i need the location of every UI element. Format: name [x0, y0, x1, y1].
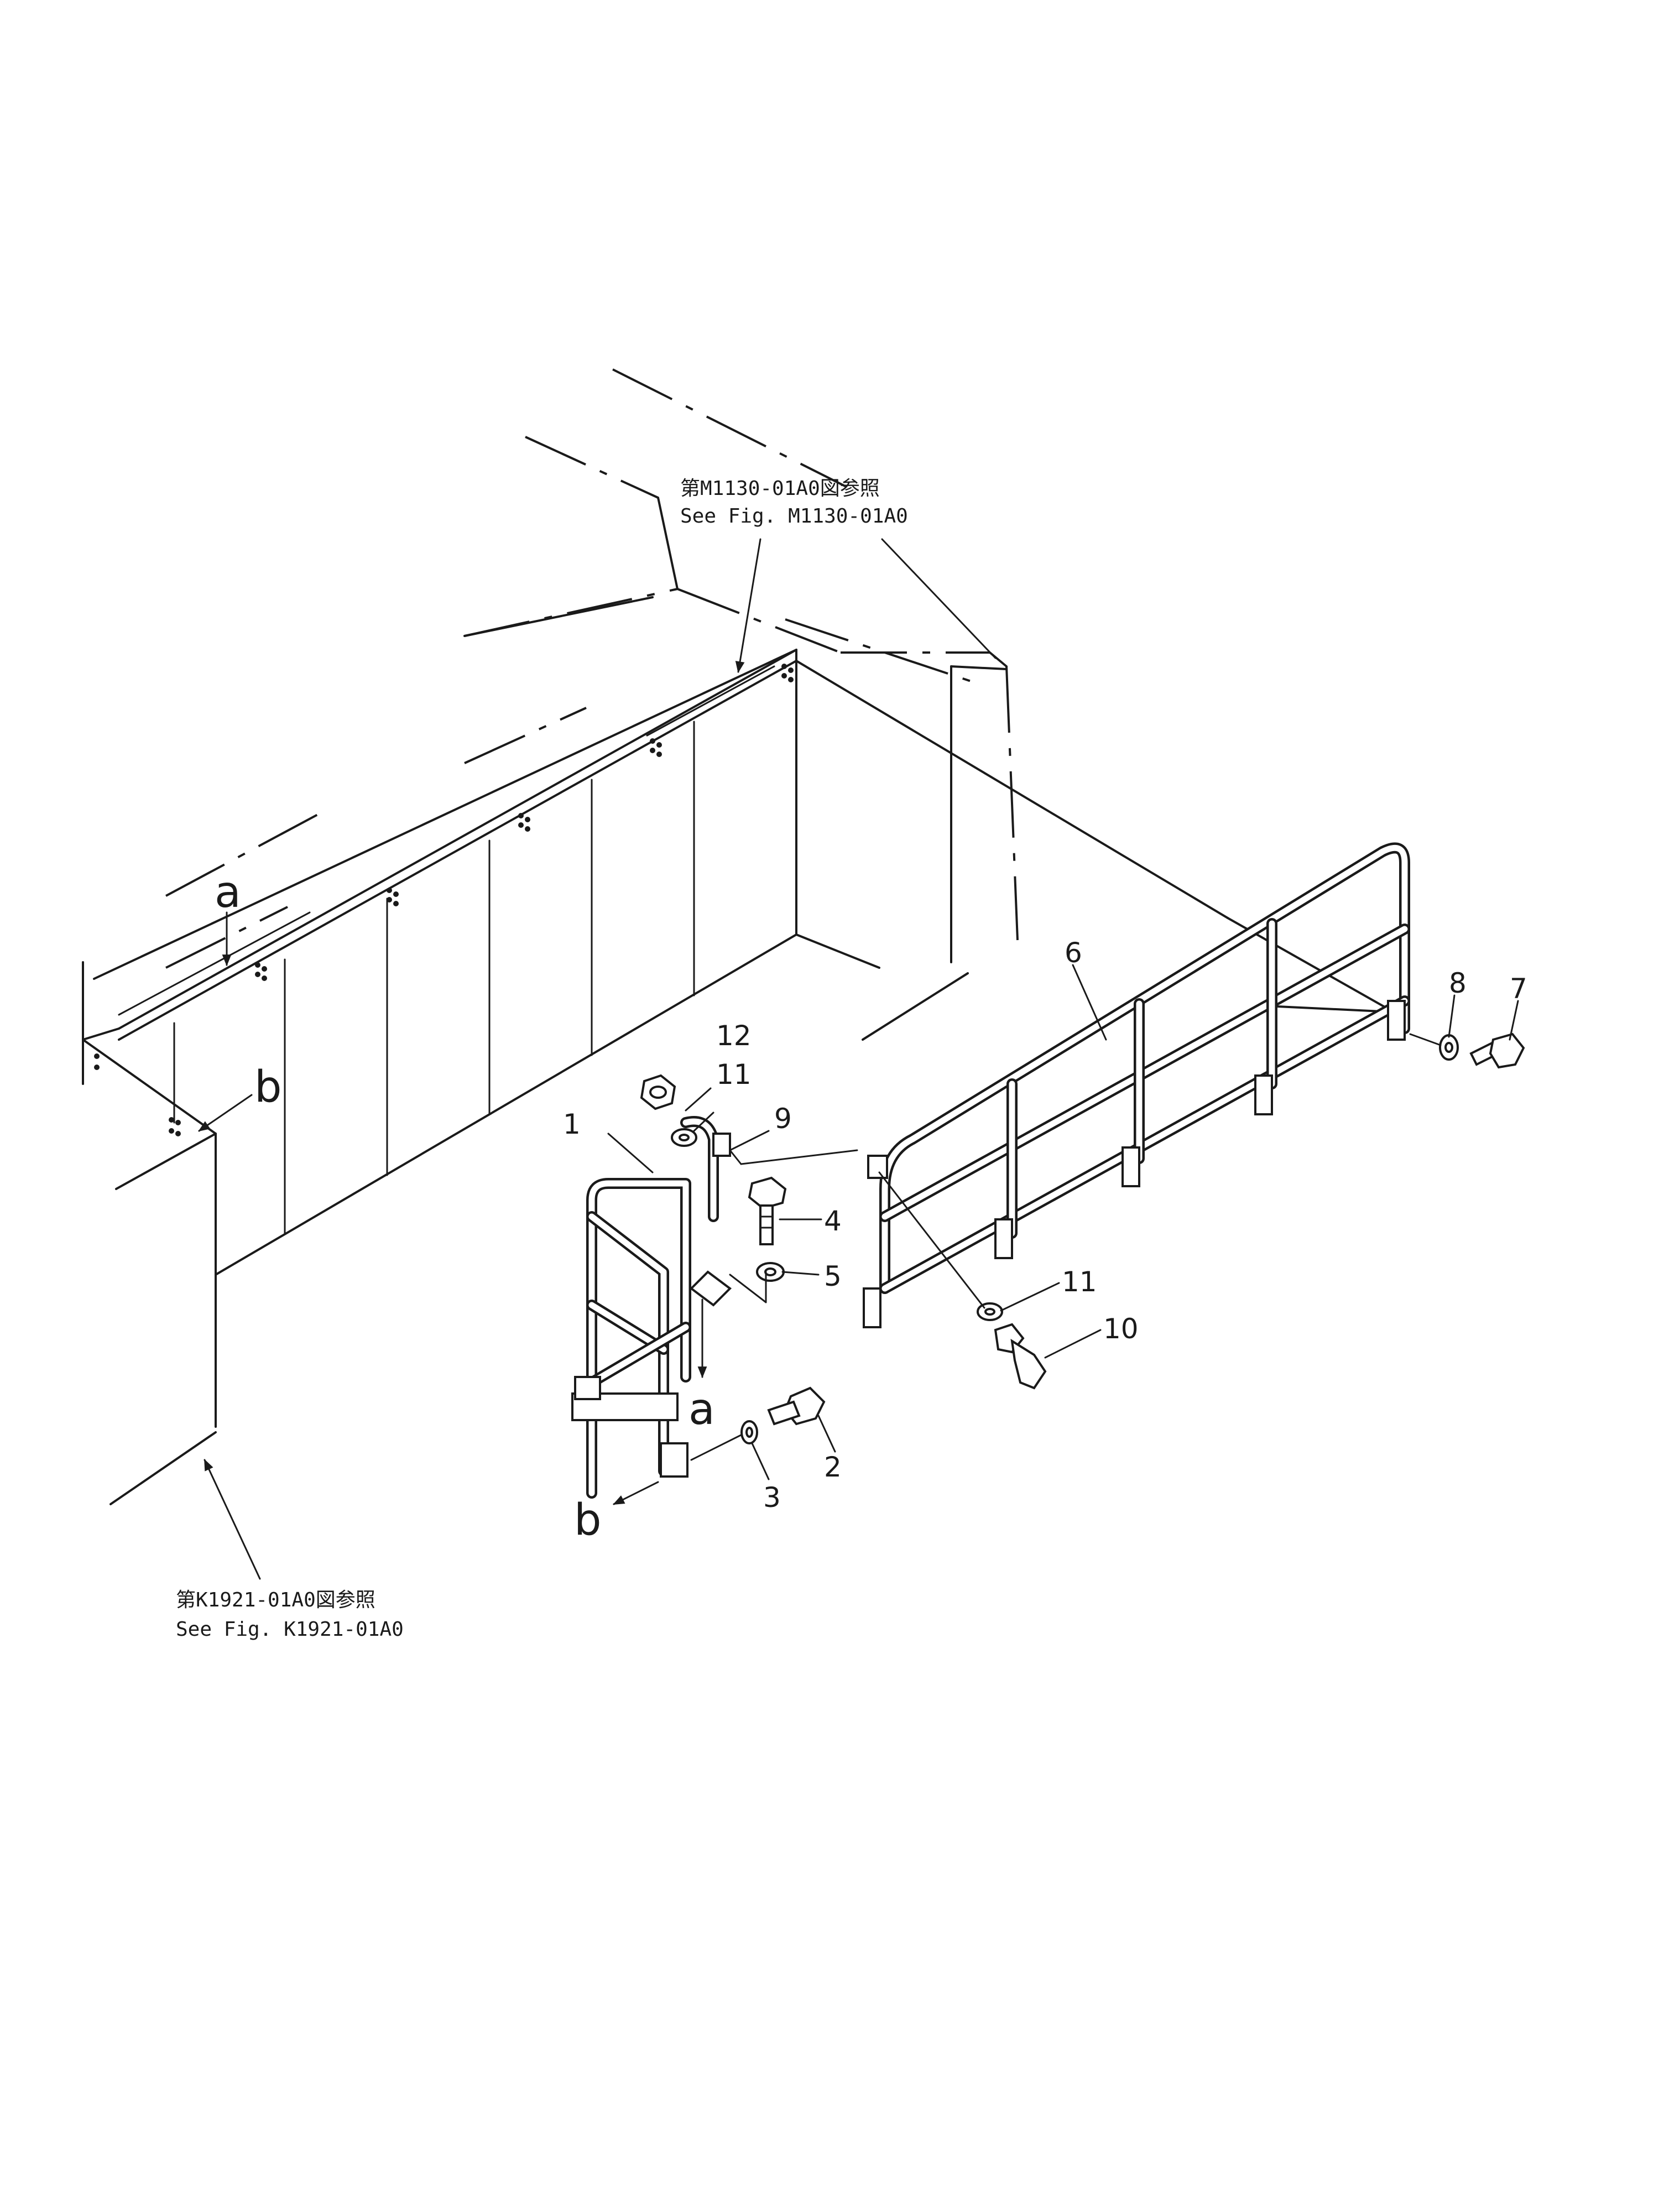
callout-9: 9	[774, 1103, 792, 1135]
nut-part-12	[640, 1074, 676, 1110]
handrail-part-6	[863, 842, 1410, 1328]
callout-11-top: 11	[716, 1058, 752, 1091]
callout-3: 3	[763, 1481, 781, 1514]
washer-part-5	[756, 1262, 785, 1282]
callout-2: 2	[824, 1451, 842, 1483]
ref-top-jp: 第M1130-01A0図参照	[680, 477, 880, 500]
washer-part-11-top	[671, 1128, 697, 1147]
callout-5: 5	[824, 1260, 842, 1292]
callout-12: 12	[716, 1020, 752, 1052]
washer-part-3	[740, 1420, 758, 1444]
bolt-part-7	[1469, 1032, 1525, 1069]
ref-bottom-en: See Fig. K1921-01A0	[176, 1618, 404, 1641]
view-letters: a b a b	[215, 868, 715, 1545]
callout-7: 7	[1510, 973, 1527, 1005]
callout-6: 6	[1065, 937, 1082, 969]
bolt-part-2	[767, 1386, 826, 1426]
view-letter-a-top: a	[215, 868, 241, 917]
bolt-part-4	[748, 1176, 787, 1245]
callout-numbers: 1 2 3 4 5 6 7 8 9 10 11 11 12	[563, 937, 1527, 1514]
handrail-part-1	[571, 1116, 732, 1499]
bolt-part-10	[994, 1323, 1047, 1390]
machine-frame	[82, 368, 1395, 1505]
callout-8: 8	[1449, 967, 1467, 999]
view-letter-b-bottom: b	[574, 1495, 602, 1545]
reference-labels: 第M1130-01A0図参照 See Fig. M1130-01A0 第K192…	[176, 477, 908, 1641]
ref-bottom-jp: 第K1921-01A0図参照	[176, 1589, 375, 1611]
callout-11-bottom: 11	[1062, 1266, 1097, 1298]
view-letter-a-bottom: a	[688, 1385, 715, 1434]
washer-part-8	[1439, 1034, 1459, 1061]
washer-part-11-bottom	[977, 1302, 1003, 1321]
ref-top-en: See Fig. M1130-01A0	[680, 505, 908, 528]
callout-1: 1	[563, 1108, 581, 1140]
view-letter-b-top: b	[254, 1062, 282, 1112]
callout-10: 10	[1103, 1313, 1139, 1345]
leader-lines	[198, 538, 1519, 1580]
callout-4: 4	[824, 1205, 842, 1237]
